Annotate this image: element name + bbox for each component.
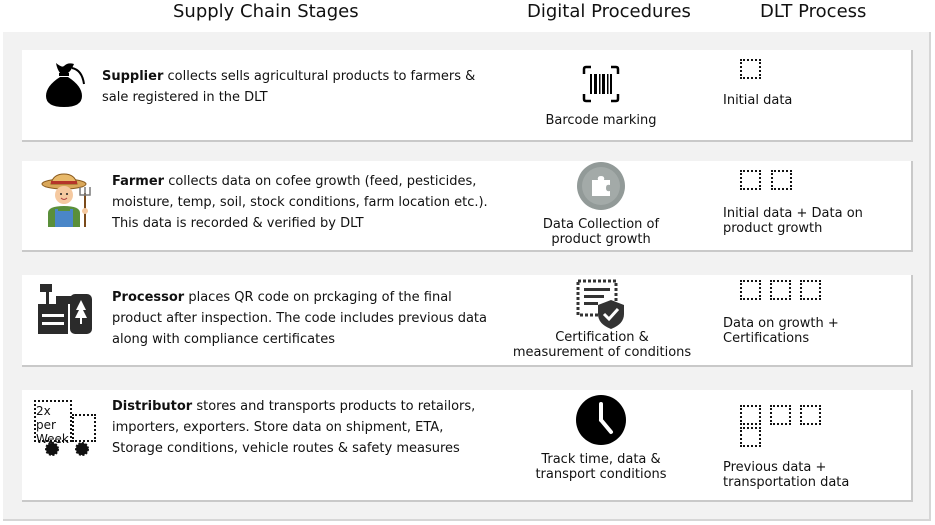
stage-card-farmer: Farmer collects data on cofee growth (fe… xyxy=(22,161,913,252)
procedure-label: Barcode marking xyxy=(545,113,657,128)
procedure-label: Data Collection of product growth xyxy=(542,217,660,247)
header-supply-chain-stages: Supply Chain Stages xyxy=(173,1,359,22)
dlt-block xyxy=(800,405,821,425)
processing-machine-icon xyxy=(38,284,92,334)
money-bag-icon xyxy=(46,63,85,107)
dlt-block xyxy=(771,170,792,190)
dlt-label: Initial data xyxy=(723,93,793,108)
puzzle-piece-icon xyxy=(577,162,625,210)
stage-description: Farmer collects data on cofee growth (fe… xyxy=(112,174,488,231)
truck-caption: 2x per Week xyxy=(36,404,69,446)
stage-card-distributor: 2x per Week Distributor stores and trans… xyxy=(22,390,913,502)
barcode-icon xyxy=(582,65,620,103)
procedure-label: Track time, data & transport conditions xyxy=(535,452,667,482)
stage-card-supplier: Supplier collects sells agricultural pro… xyxy=(22,50,913,142)
stage-card-processor: Processor places QR code on prckaging of… xyxy=(22,275,913,367)
dlt-block xyxy=(740,170,761,190)
stage-description: Processor places QR code on prckaging of… xyxy=(112,290,488,347)
delivery-truck-icon: 2x per Week xyxy=(34,400,100,456)
dlt-block xyxy=(740,427,761,447)
header-digital-procedures: Digital Procedures xyxy=(527,1,691,22)
dlt-block xyxy=(740,405,761,425)
dlt-block xyxy=(800,280,821,300)
farmer-icon xyxy=(41,173,91,227)
stage-description: Distributor stores and transports produc… xyxy=(112,399,476,456)
dlt-block xyxy=(770,280,791,300)
stage-description: Supplier collects sells agricultural pro… xyxy=(102,69,476,105)
truck-wheels-icon xyxy=(45,442,89,456)
dlt-block xyxy=(740,59,761,79)
clock-icon xyxy=(576,395,626,445)
dlt-label: Initial data + Data on product growth xyxy=(723,206,863,236)
dlt-block xyxy=(740,280,761,300)
dlt-block xyxy=(770,405,791,425)
dlt-label: Previous data + transportation data xyxy=(723,460,850,490)
procedure-label: Certification & measurement of condition… xyxy=(512,330,692,360)
header-dlt-process: DLT Process xyxy=(760,1,867,22)
certificate-shield-icon xyxy=(576,279,624,329)
dlt-label: Data on growth + Certifications xyxy=(723,316,839,346)
